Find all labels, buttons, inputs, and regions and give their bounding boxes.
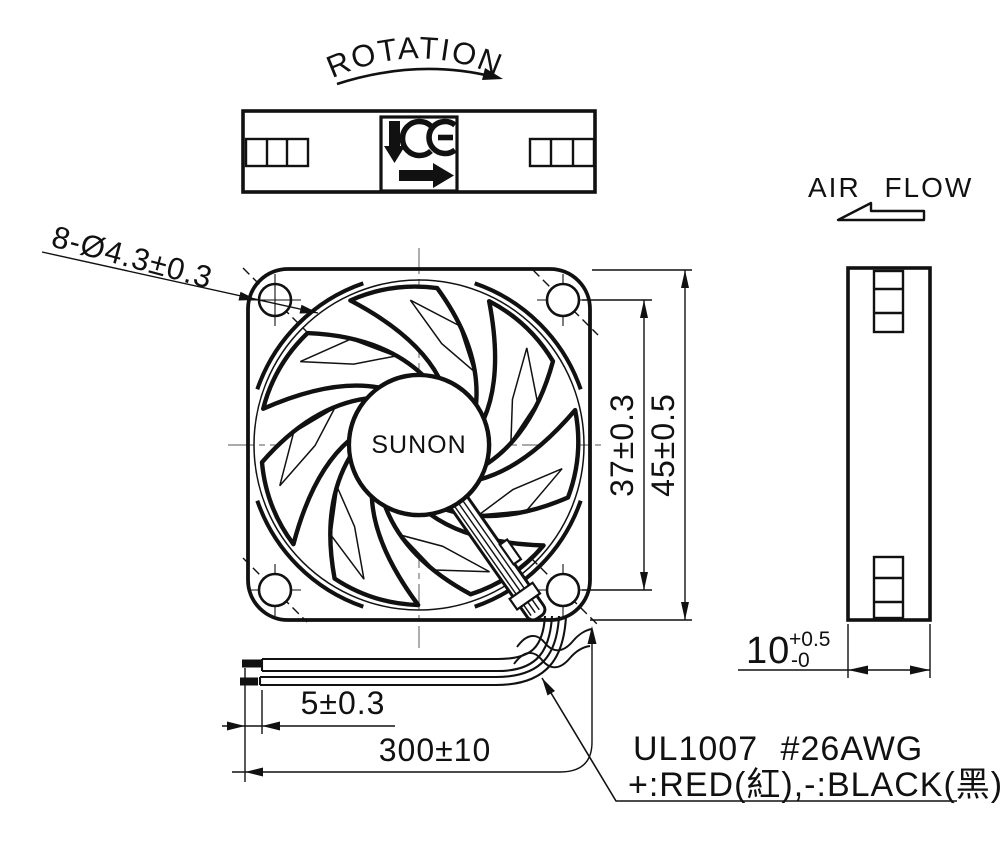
mounting-hole	[242, 267, 313, 338]
side-view-top-hub	[872, 269, 905, 334]
rotation-label: ROTATION	[321, 30, 508, 86]
dim-hole-pitch-text: 37±0.3	[604, 393, 640, 497]
dim-frame-size: 45±0.5	[590, 269, 692, 621]
dim-lead-length-text: 300±10	[379, 732, 492, 768]
fan-frame-outline	[246, 267, 592, 622]
dim-thickness-upper-tol: +0.5	[789, 628, 830, 651]
callout-mounting-holes-text: 8-Ø4.3±0.3	[48, 219, 216, 295]
dim-strip-length-text: 5±0.3	[301, 685, 386, 721]
fan-side-view	[846, 266, 932, 622]
air-flow-text: AIR FLOW	[808, 172, 973, 203]
brand-text: SUNON	[371, 431, 466, 459]
air-flow-arrow-icon	[836, 201, 926, 222]
wire-channel	[439, 479, 547, 622]
dim-strip-length: 5±0.3	[222, 668, 395, 782]
air-flow-label: AIR FLOW	[808, 172, 973, 222]
wire-spec-line2: +:RED(紅),-:BLACK(黑)	[628, 766, 1000, 804]
stripped-tip-black	[240, 677, 258, 686]
mounting-holes	[242, 267, 599, 626]
top-view-right-vents: <573 y1="139"/>	[528, 137, 596, 168]
stripped-tip-red	[242, 659, 262, 668]
side-view-outline	[846, 266, 932, 622]
corner-bore-arcs	[255, 281, 583, 609]
mounting-hole	[532, 269, 599, 336]
fan-top-view: <573 y1="139"/>	[241, 109, 597, 194]
fan-front-view: SUNON	[228, 248, 610, 648]
mounting-hole	[242, 557, 308, 623]
dim-thickness: 10 +0.5 -0	[738, 624, 931, 678]
dim-lead-length: 300±10	[232, 626, 597, 777]
ce-logo-icon	[399, 118, 457, 159]
top-view-left-vents	[244, 137, 310, 168]
dim-hole-pitch: 37±0.3	[582, 299, 652, 591]
lead-wires	[240, 615, 593, 687]
wire-spec-line1: UL1007 #26AWG	[633, 730, 923, 768]
mounting-hole	[530, 557, 599, 626]
wire-break-marks	[513, 628, 593, 669]
dim-frame-size-text: 45±0.5	[645, 393, 681, 497]
ce-mark-label	[379, 115, 459, 193]
wire-outlines	[258, 615, 568, 687]
dim-thickness-lower-tol: -0	[791, 649, 810, 672]
hub-circle	[346, 372, 492, 518]
rotation-text: ROTATION	[321, 30, 508, 85]
ce-label-box	[379, 115, 459, 193]
fan-bore-circle	[253, 279, 585, 611]
wire-spec-callout: UL1007 #26AWG +:RED(紅),-:BLACK(黑)	[541, 677, 1000, 804]
right-arrow-icon	[399, 163, 454, 188]
dim-thickness-text: 10	[746, 630, 790, 672]
rotation-arc	[336, 67, 495, 86]
rotation-arrow-icon	[482, 68, 503, 80]
side-view-bottom-hub	[872, 555, 905, 620]
down-arrow-icon	[384, 121, 405, 163]
